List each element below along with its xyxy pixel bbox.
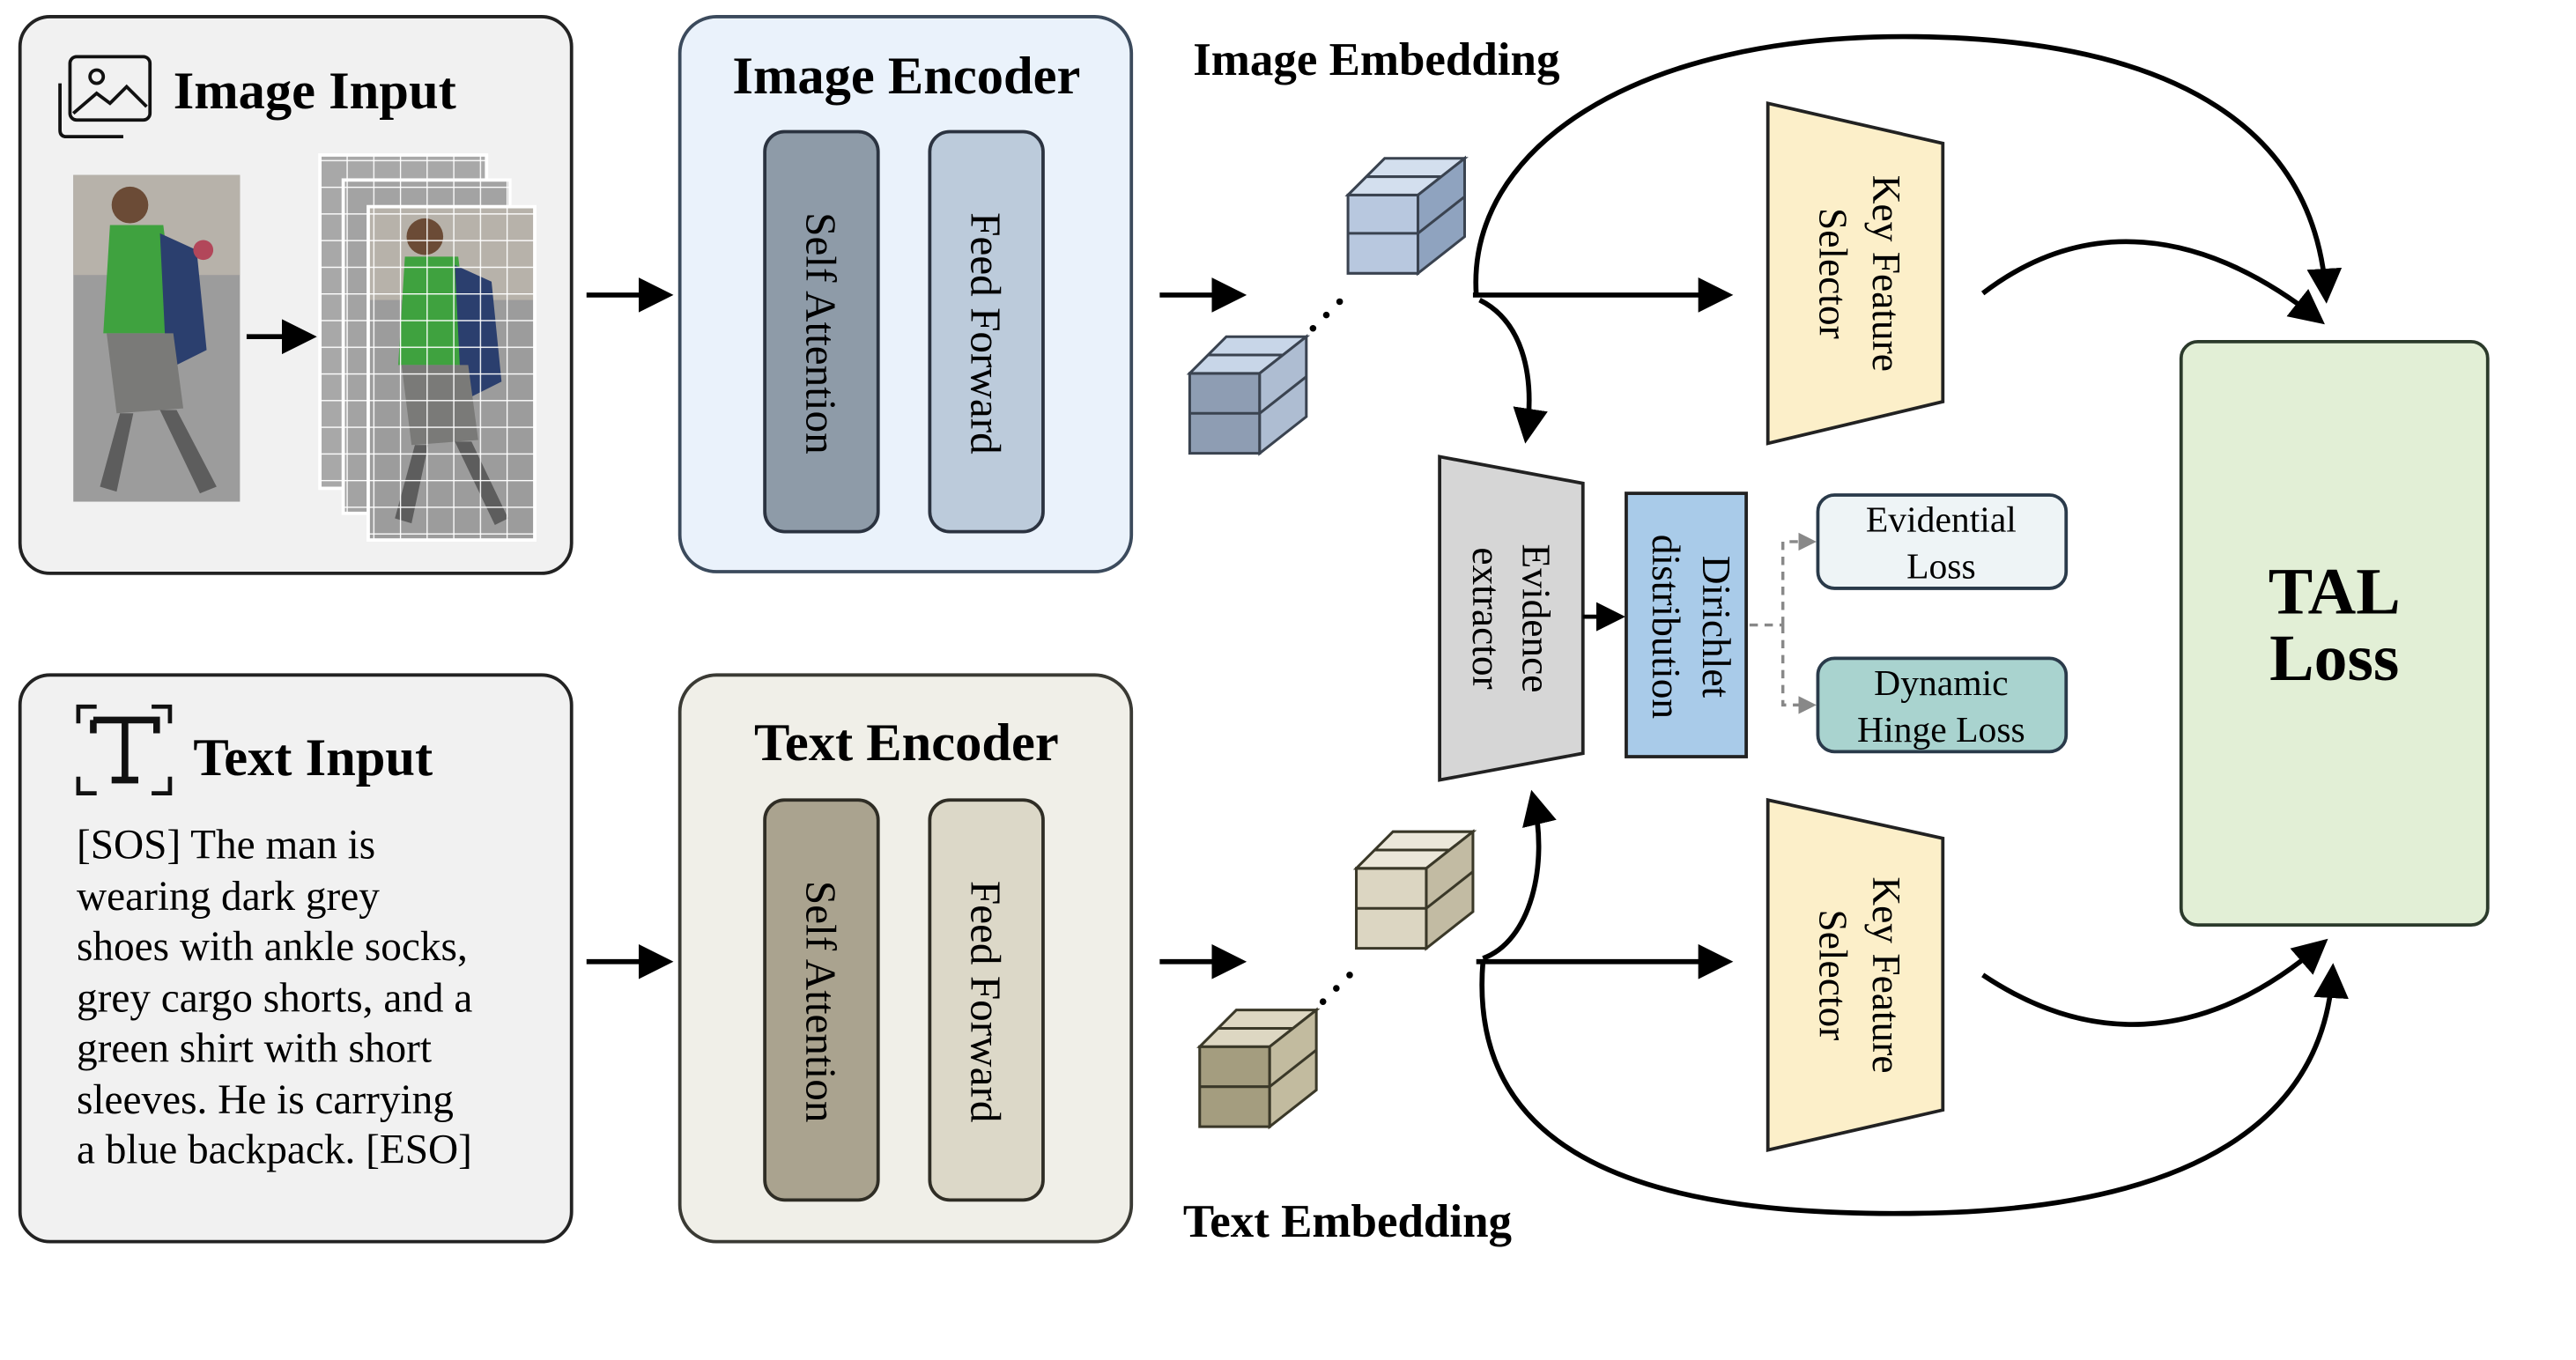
image-gallery-icon <box>58 55 152 139</box>
image-encoder-title: Image Encoder <box>732 47 1080 106</box>
caption-line: [SOS] The man is <box>77 822 375 868</box>
caption-line: green shirt with short <box>77 1025 432 1071</box>
dynamic-hinge-loss-line1: Dynamic <box>1874 663 2008 704</box>
kfs-bottom-line1: Key Feature <box>1864 876 1908 1073</box>
image-self-attention-block <box>763 129 880 534</box>
image-input-panel: Image Input <box>18 15 574 575</box>
text-t-icon <box>76 704 173 796</box>
tal-loss-line2: Loss <box>2269 622 2399 695</box>
text-embedding-cubes <box>1196 829 1477 1130</box>
text-embedding-cube-top <box>1352 829 1477 951</box>
dirichlet-line2: distribution <box>1644 535 1688 720</box>
evidential-loss: Evidential Loss <box>1816 493 2069 590</box>
person-image <box>73 174 241 502</box>
kfs-top-line1: Key Feature <box>1864 175 1908 372</box>
image-branch-arrows <box>1472 33 2343 444</box>
tal-loss-line1: TAL <box>2269 555 2401 628</box>
text-input-panel: Text Input [SOS] The man is wearing dark… <box>18 673 574 1244</box>
image-self-attention-label: Self Attention <box>796 212 845 455</box>
tal-loss: TAL Loss <box>2179 340 2490 928</box>
image-encoder: Image Encoder Self Attention Feed Forwar… <box>677 15 1134 573</box>
image-input-title: Image Input <box>174 62 456 121</box>
text-encoder: Text Encoder Self Attention Feed Forward <box>677 673 1134 1244</box>
kfs-top-line2: Selector <box>1810 208 1854 339</box>
text-input-caption: [SOS] The man is wearing dark grey shoes… <box>77 822 472 1172</box>
image-embedding-cube-top <box>1344 155 1469 277</box>
text-feed-forward-block <box>928 798 1045 1202</box>
evidential-loss-line1: Evidential <box>1866 500 2017 541</box>
image-feed-forward-label: Feed Forward <box>962 212 1010 455</box>
patch-stack <box>318 153 537 542</box>
text-embedding-cube-bottom <box>1196 1007 1321 1130</box>
dynamic-hinge-loss-line2: Hinge Loss <box>1857 710 2025 750</box>
image-feed-forward-block <box>928 129 1045 534</box>
evidence-extractor-line2: extractor <box>1464 547 1508 689</box>
dirichlet-line1: Dirichlet <box>1694 556 1738 698</box>
caption-line: a blue backpack. [ESO] <box>77 1127 472 1173</box>
caption-line: shoes with ankle socks, <box>77 924 468 970</box>
key-feature-selector-bottom: Key Feature Selector <box>1765 797 1945 1152</box>
text-input-title: Text Input <box>193 728 433 787</box>
image-embedding-cube-bottom <box>1186 334 1311 456</box>
text-input-box <box>18 673 574 1244</box>
text-encoder-title: Text Encoder <box>754 713 1059 772</box>
caption-line: wearing dark grey <box>77 874 380 920</box>
text-branch-arrows <box>1476 789 2349 1216</box>
dynamic-hinge-loss: Dynamic Hinge Loss <box>1816 656 2069 754</box>
caption-line: sleeves. He is carrying <box>77 1077 454 1123</box>
evidence-extractor-line1: Evidence <box>1514 544 1558 693</box>
image-embedding-cubes <box>1186 155 1469 456</box>
evidential-loss-line2: Loss <box>1906 547 1976 588</box>
key-feature-selector-top: Key Feature Selector <box>1765 100 1945 446</box>
caption-line: grey cargo shorts, and a <box>77 976 472 1022</box>
text-self-attention-label: Self Attention <box>796 881 845 1123</box>
text-self-attention-block <box>763 798 880 1202</box>
text-feed-forward-label: Feed Forward <box>962 881 1010 1123</box>
kfs-bottom-line2: Selector <box>1810 910 1854 1041</box>
evidence-extractor: Evidence extractor <box>1438 455 1585 782</box>
text-embedding-label: Text Embedding <box>1183 1196 1512 1247</box>
image-embedding-label: Image Embedding <box>1193 34 1559 85</box>
dirichlet-distribution: Dirichlet distribution <box>1625 492 1749 758</box>
dirichlet-branch-arrows <box>1749 532 1817 714</box>
